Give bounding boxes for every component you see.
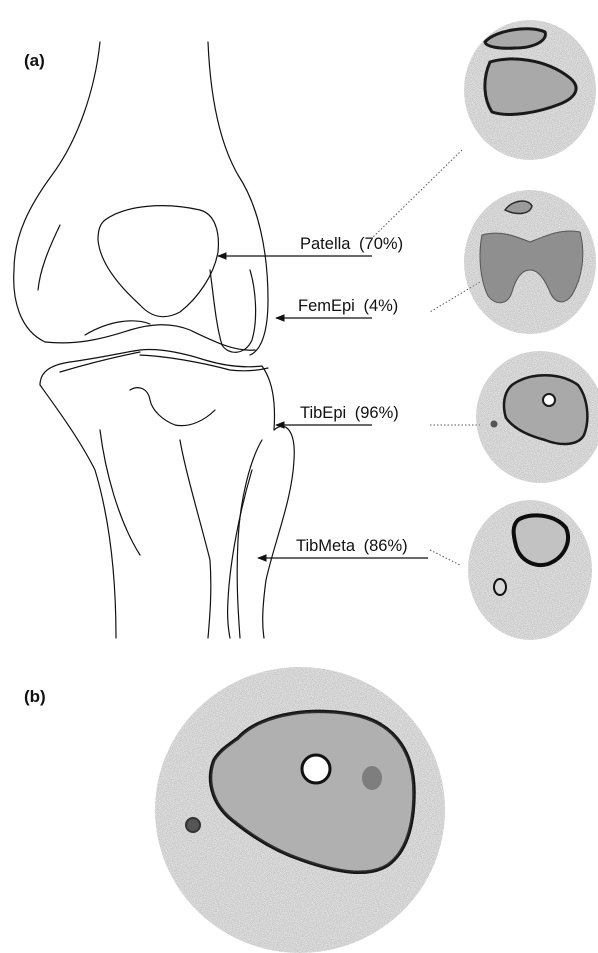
scan-tibmeta-fibula xyxy=(494,579,506,595)
femepi-name: FemEpi xyxy=(298,297,355,315)
tibmeta-pct: (86%) xyxy=(364,537,408,555)
scan-enlarged-marker xyxy=(302,755,330,783)
tibmeta-name: TibMeta xyxy=(296,537,356,555)
fibula-inner xyxy=(237,440,262,638)
scan-tibepi xyxy=(476,351,598,483)
tibmeta-label: TibMeta (86%) xyxy=(296,537,408,555)
tibepi-pct: (96%) xyxy=(355,404,399,422)
scan-tibepi-fibula xyxy=(491,421,498,428)
scan-tibepi-marker xyxy=(543,394,555,406)
patella-label: Patella (70%) xyxy=(300,235,403,253)
tibmeta-leader xyxy=(430,550,460,565)
femur-condyle-line xyxy=(38,225,60,290)
scan-enlarged-fibula xyxy=(186,818,200,832)
scan-femepi xyxy=(464,190,596,334)
patella-outline xyxy=(98,206,218,317)
femur-condyle-line-2 xyxy=(210,270,256,352)
scan-tibmeta xyxy=(468,500,592,640)
scan-patella xyxy=(464,20,596,160)
scan-enlarged xyxy=(155,667,445,953)
scan-tibmeta-tibia xyxy=(514,515,568,565)
panel-a-label: (a) xyxy=(24,51,45,70)
patella-pct: (70%) xyxy=(359,235,403,253)
tibepi-name: TibEpi xyxy=(300,404,346,422)
femur-shaft xyxy=(14,42,100,342)
panel-b-label: (b) xyxy=(24,687,46,706)
knee-drawing xyxy=(14,42,295,638)
patella-leader xyxy=(370,150,462,240)
fibula-outline xyxy=(263,426,295,638)
tibia-lateral xyxy=(40,385,116,638)
fibula-inner-2 xyxy=(228,470,252,638)
tibia-plateau-lip-2 xyxy=(140,355,268,371)
tibepi-label: TibEpi (96%) xyxy=(300,404,399,422)
scan-leaders xyxy=(370,150,480,565)
tibia-interior-line-2 xyxy=(100,430,140,555)
tibia-interior-line xyxy=(130,388,215,426)
tibia-interior-line-3 xyxy=(180,440,211,638)
femur-shaft-right xyxy=(208,42,268,355)
femepi-pct: (4%) xyxy=(363,297,398,315)
scan-enlarged-dark-spot xyxy=(362,766,382,790)
patella-name: Patella xyxy=(300,235,351,253)
femepi-label: FemEpi (4%) xyxy=(298,297,398,315)
tibia-plateau xyxy=(40,349,275,430)
